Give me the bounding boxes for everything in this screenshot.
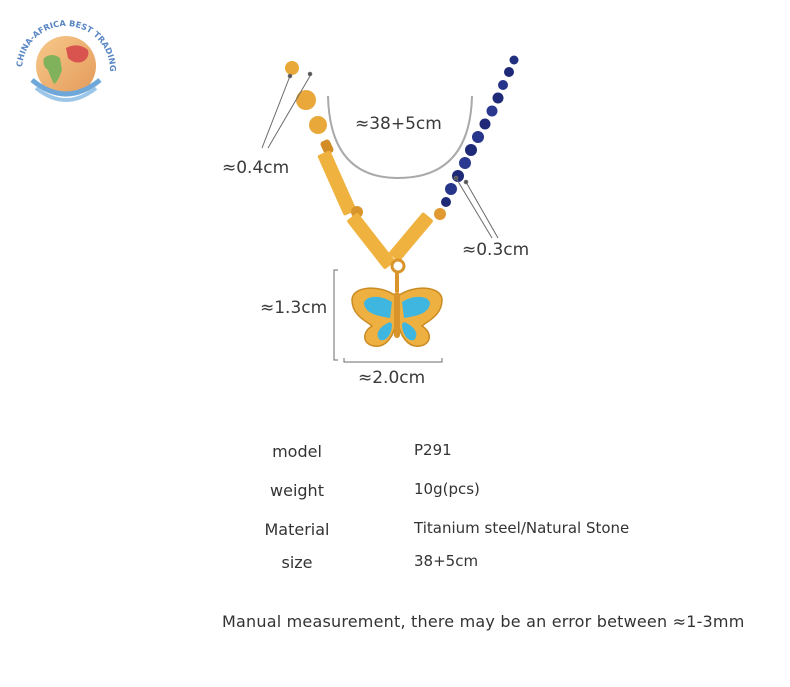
spec-label-material: Material [264,520,330,539]
spec-value-weight: 10g(pcs) [414,480,480,498]
globe-africa-china-icon [30,36,102,102]
stone-bead-dimension-label: ≈0.3cm [462,240,530,260]
dimension-lines [261,71,499,363]
spec-value-material: Titanium steel/Natural Stone [414,519,630,537]
spec-value-model: P291 [414,441,452,459]
gold-bead-dimension-label: ≈0.4cm [222,158,290,178]
spec-value-size: 38+5cm [414,552,479,570]
brand-logo: CHINA-AFRICA BEST TRADING PLATFORM [8,8,118,102]
spec-label-size: size [281,553,313,572]
pendant-height-label: ≈1.3cm [260,298,328,318]
butterfly-pendant [351,272,443,347]
gold-chain [285,61,446,274]
pendant-width-label: ≈2.0cm [358,368,426,388]
length-dimension-label: ≈38+5cm [355,114,442,134]
spec-label-weight: weight [270,481,324,500]
necklace-illustration [261,55,519,363]
length-arc [327,95,473,180]
measurement-note: Manual measurement, there may be an erro… [222,612,745,631]
stone-bead-strand [441,55,519,207]
spec-label-model: model [272,442,322,461]
